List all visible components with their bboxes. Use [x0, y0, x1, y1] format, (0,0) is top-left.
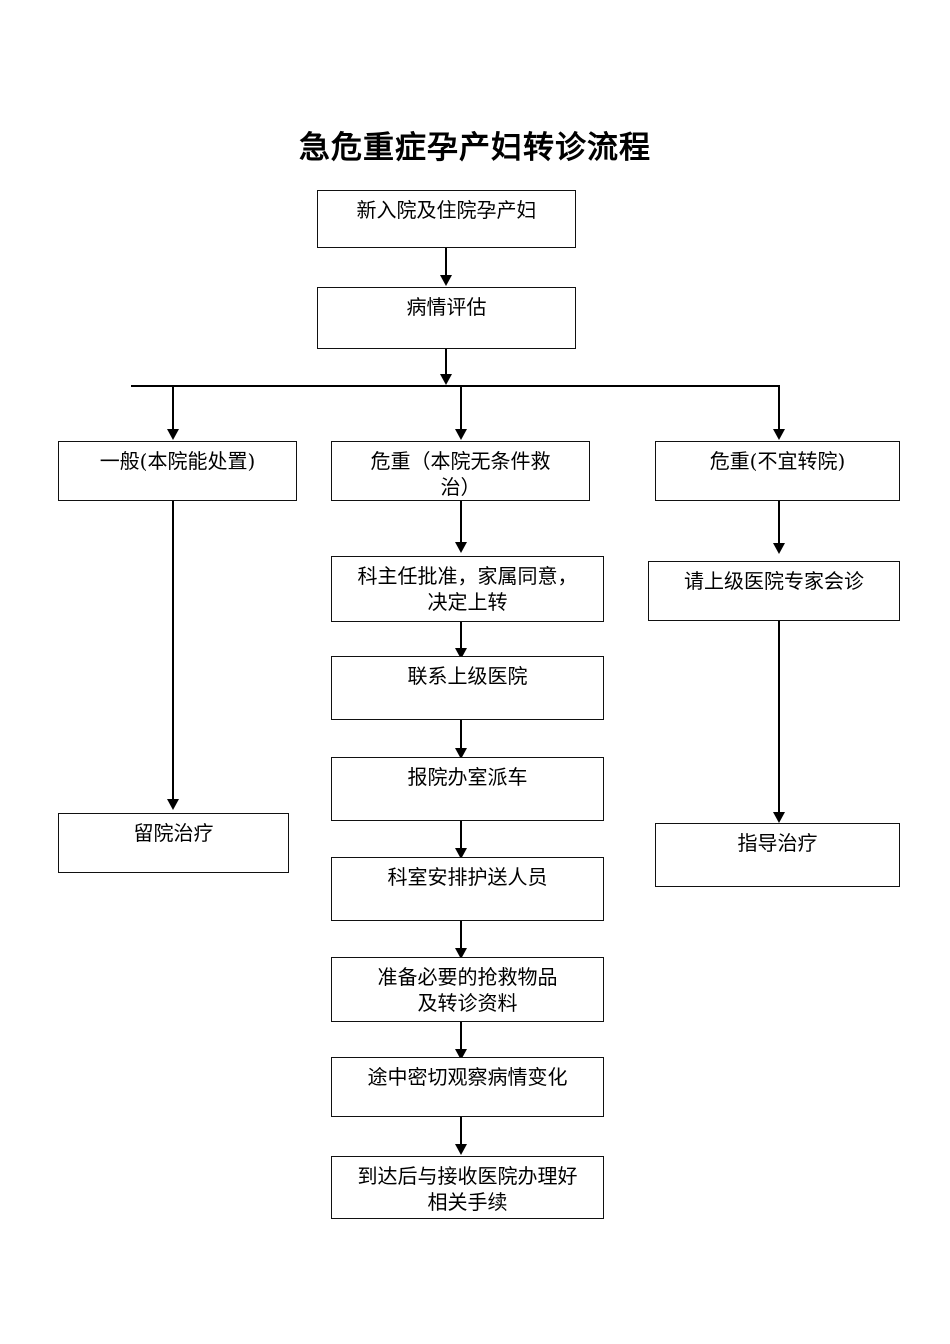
arrow-escort-to-supplies	[455, 948, 467, 959]
connector-dispatch-to-escort	[460, 821, 462, 852]
connector-contact-to-dispatch	[460, 720, 462, 752]
node-monitor: 途中密切观察病情变化	[331, 1057, 604, 1117]
arrow-contact-to-dispatch	[455, 748, 467, 759]
node-dispatch: 报院办室派车	[331, 757, 604, 821]
arrow-bus-to-mild	[167, 429, 179, 440]
node-guide-treat: 指导治疗	[655, 823, 900, 887]
arrow-bus-to-severe-stay	[773, 429, 785, 440]
arrow-assessment-down	[440, 374, 452, 385]
arrow-consult-to-guide-treat	[773, 812, 785, 823]
connector-supplies-to-monitor	[460, 1022, 462, 1053]
node-supplies: 准备必要的抢救物品 及转诊资料	[331, 957, 604, 1022]
connector-branch-bus	[131, 385, 779, 387]
node-intake: 新入院及住院孕产妇	[317, 190, 576, 248]
node-stay-treat: 留院治疗	[58, 813, 289, 873]
node-branch-mild: 一般(本院能处置)	[58, 441, 297, 501]
page-title: 急危重症孕产妇转诊流程	[299, 130, 651, 166]
arrow-severe-stay-to-consult	[773, 543, 785, 554]
connector-escort-to-supplies	[460, 921, 462, 952]
arrow-severe-transfer-to-approval	[455, 542, 467, 553]
node-escort: 科室安排护送人员	[331, 857, 604, 921]
node-contact: 联系上级医院	[331, 656, 604, 720]
connector-bus-to-severe-stay	[778, 385, 780, 432]
arrow-approval-to-contact	[455, 648, 467, 659]
arrow-supplies-to-monitor	[455, 1049, 467, 1060]
connector-assessment-to-bus	[445, 349, 447, 377]
node-approval: 科主任批准，家属同意， 决定上转	[331, 556, 604, 622]
node-handover: 到达后与接收医院办理好 相关手续	[331, 1156, 604, 1219]
node-branch-severe-stay: 危重(不宜转院)	[655, 441, 900, 501]
node-consult: 请上级医院专家会诊	[648, 561, 900, 621]
node-assessment: 病情评估	[317, 287, 576, 349]
arrow-monitor-to-handover	[455, 1144, 467, 1155]
connector-bus-to-mild	[172, 385, 174, 432]
connector-bus-to-severe-transfer	[460, 385, 462, 432]
connector-mild-to-stay-treat	[172, 501, 174, 801]
arrow-bus-to-severe-transfer	[455, 429, 467, 440]
connector-monitor-to-handover	[460, 1117, 462, 1148]
node-branch-severe-transfer: 危重（本院无条件救 治）	[331, 441, 590, 501]
arrow-dispatch-to-escort	[455, 848, 467, 859]
arrow-mild-to-stay-treat	[167, 799, 179, 810]
arrow-intake-to-assessment	[440, 275, 452, 286]
connector-severe-stay-to-consult	[778, 501, 780, 545]
connector-intake-to-assessment	[445, 248, 447, 278]
connector-consult-to-guide-treat	[778, 621, 780, 814]
connector-severe-transfer-to-approval	[460, 501, 462, 544]
connector-approval-to-contact	[460, 622, 462, 652]
